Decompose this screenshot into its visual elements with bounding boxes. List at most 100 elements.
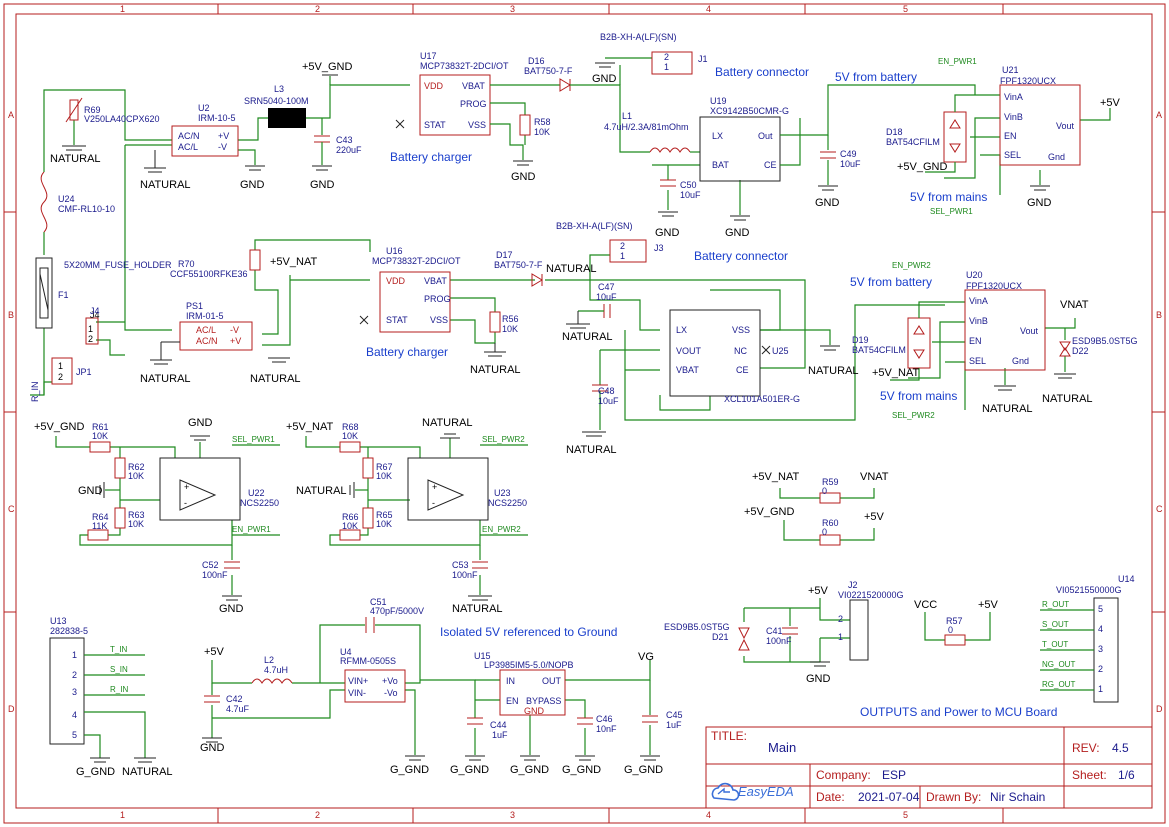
natural-gnd-14 [468, 595, 492, 601]
u4-pin-vop: +Vo [382, 676, 398, 686]
j1-val: B2B-XH-A(LF)(SN) [600, 32, 677, 42]
jp1-ref: JP1 [76, 367, 92, 377]
d19-ref: D19 [852, 335, 869, 345]
u17-pin-vdd: VDD [424, 81, 444, 91]
c45-ref: C45 [666, 710, 683, 720]
u19-pin-ce: CE [764, 160, 777, 170]
u25-val: XCL101A501ER-G [724, 394, 800, 404]
u23-plus: + [432, 482, 437, 492]
ps1-pin-vn: -V [230, 325, 239, 335]
ps1-pin-vp: +V [230, 336, 241, 346]
u2-val: IRM-10-5 [198, 113, 236, 123]
d18-ref: D18 [886, 127, 903, 137]
c47-val: 10uF [596, 292, 617, 302]
u20-loadswitch [964, 289, 1046, 371]
j3-pin1: 1 [620, 251, 625, 261]
v5-gnd-label-3: +5V_GND [34, 421, 84, 433]
u21-pin-gnd: Gnd [1048, 152, 1065, 162]
r63-val: 10K [128, 519, 144, 529]
grid-col-4-bottom: 4 [706, 810, 711, 820]
isolated-wires [211, 624, 651, 755]
r57-ref: R57 [946, 616, 963, 626]
c53-cap [472, 561, 488, 569]
title-value: Main [768, 740, 796, 755]
c47-ref: C47 [598, 282, 615, 292]
g-gnd-sym-1 [90, 757, 110, 763]
u15-pin-en: EN [506, 696, 519, 706]
sel-pwr2-net-2: SEL_PWR2 [482, 435, 525, 444]
u4-ref: U4 [340, 647, 352, 657]
j1-pin1: 1 [664, 62, 669, 72]
u16-val: MCP73832T-2DCI/OT [372, 256, 461, 266]
grid-col-2-top: 2 [315, 4, 320, 14]
c51-cap [365, 617, 375, 633]
grid-row-b-left: B [8, 310, 14, 320]
easyeda-logo-icon [711, 782, 740, 801]
u15-val: LP3985IM5-5.0/NOPB [484, 660, 574, 670]
c49-cap [820, 151, 836, 159]
r67-val: 10K [376, 471, 392, 481]
v5-nat-label-1: +5V_NAT [270, 256, 317, 268]
natural-gnd-9 [820, 345, 840, 351]
label-from-battery-2: 5V from battery [850, 275, 932, 289]
u16-nc-mark [359, 315, 369, 325]
gnd-sym-3 [513, 160, 533, 166]
gnd-sym-8 [1030, 185, 1050, 191]
u4-pin-von: -Vo [384, 688, 398, 698]
u20-pin-sel: SEL [969, 356, 986, 366]
c41-ref: C41 [766, 626, 783, 636]
v5-label-3: +5V [204, 646, 225, 658]
d21-val: ESD9B5.0ST5G [664, 622, 730, 632]
u15-pin-in: IN [506, 676, 515, 686]
ps1-pin-acn: AC/N [196, 336, 218, 346]
u16-pin-vbat: VBAT [424, 276, 447, 286]
c42-cap [204, 695, 220, 703]
natural-gnd-12 [349, 482, 355, 498]
gnd-sym-4 [595, 62, 615, 68]
gnd-label-9: GND [78, 485, 103, 497]
natural-label-6: NATURAL [546, 263, 597, 275]
r60-ref: R60 [822, 518, 839, 528]
u15-pin-bypass: BYPASS [526, 696, 561, 706]
r67-ref: R67 [376, 462, 393, 472]
v5-gnd-label-4: +5V_GND [744, 506, 794, 518]
u4-pin-vinn: VIN- [348, 688, 366, 698]
date-value: 2021-07-04 [858, 790, 920, 804]
gnd-label-5: GND [655, 227, 680, 239]
g-gnd-sym-6 [640, 755, 660, 761]
r65-val: 10K [376, 519, 392, 529]
r64-resistor [87, 529, 109, 541]
r69-varistor [69, 99, 79, 121]
company-label: Company: [816, 768, 871, 782]
u17-ref: U17 [420, 51, 437, 61]
label-isolated: Isolated 5V referenced to Ground [440, 625, 617, 639]
c51-ref: C51 [370, 597, 387, 607]
gnd-label-6: GND [725, 227, 750, 239]
r65-resistor [362, 507, 374, 529]
u21-pin-sel: SEL [1004, 150, 1021, 160]
u23-comparator [407, 457, 489, 521]
u21-pin-vina: VinA [1004, 92, 1023, 102]
natural-label-5: NATURAL [470, 364, 521, 376]
g-gnd-label-6: G_GND [624, 764, 663, 776]
natural-gnd-13 [440, 433, 460, 439]
natural-gnd-11 [1054, 373, 1076, 379]
v5-nat-label-4: +5V_NAT [752, 471, 799, 483]
r58-resistor [519, 114, 531, 136]
ps1-module [179, 321, 253, 351]
u25-pin-vbat: VBAT [676, 365, 699, 375]
u25-nc-mark [761, 345, 771, 355]
v5-label-2: +5V [864, 511, 885, 523]
u20-pin-vout: Vout [1020, 326, 1039, 336]
u20-pin-gnd: Gnd [1012, 356, 1029, 366]
u16-pin-vdd: VDD [386, 276, 406, 286]
c44-cap [467, 717, 483, 725]
r66-ref: R66 [342, 512, 359, 522]
r-in-net-2: R_IN [110, 685, 128, 694]
en-pwr1-net-2: EN_PWR1 [232, 525, 271, 534]
jumper-wires [779, 488, 875, 541]
jp1-pin1: 1 [58, 361, 63, 371]
c44-val: 1uF [492, 730, 508, 740]
l3-inductor [268, 108, 306, 128]
natural-gnd-3 [150, 341, 180, 365]
